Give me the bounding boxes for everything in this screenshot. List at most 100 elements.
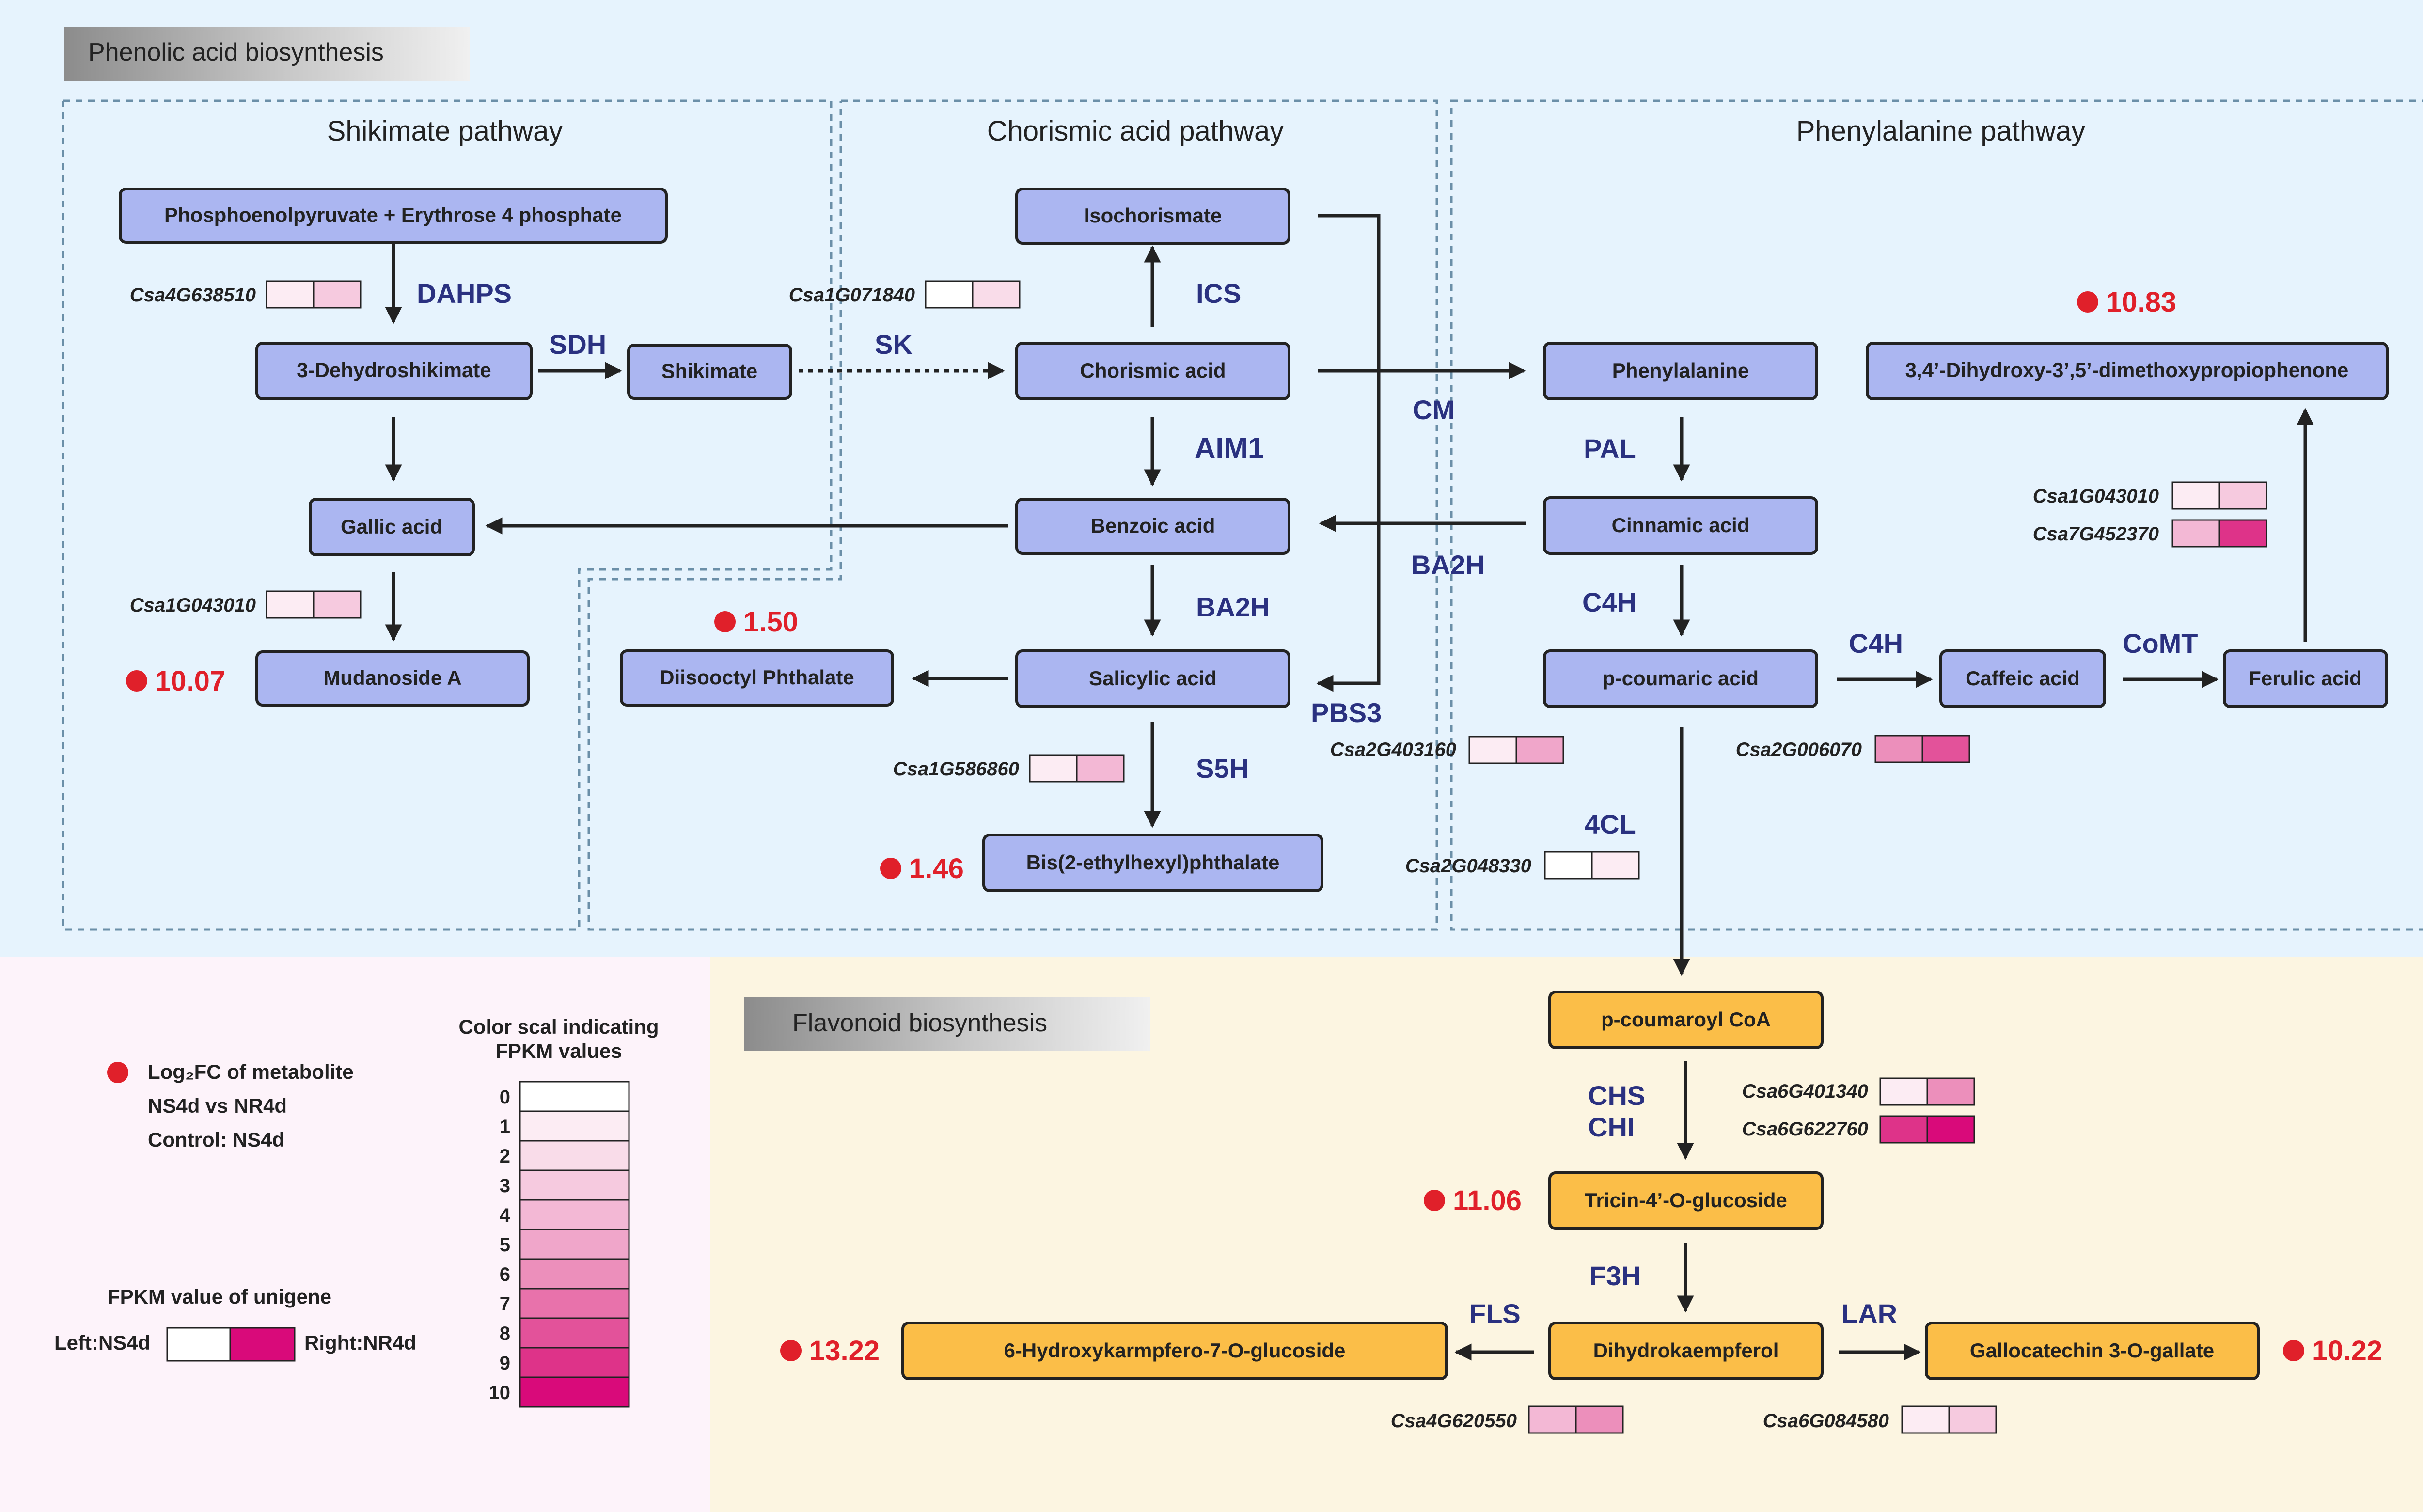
svg-text:10.22: 10.22	[2312, 1335, 2382, 1367]
fold-change-markers: 10.07 1.50 1.46 10.83 11.06 13.22 10.22	[126, 286, 2382, 1367]
scale-swatch-4	[519, 1199, 630, 1230]
svg-text:3,4’-Dihydroxy-3’,5’-dimethoxy: 3,4’-Dihydroxy-3’,5’-dimethoxypropiophen…	[1905, 359, 2349, 381]
scale-label-6: 6	[500, 1264, 510, 1285]
node-cinnamic-acid: Cinnamic acid	[1543, 496, 1818, 555]
chorismic-pathway-title: Chorismic acid pathway	[987, 115, 1284, 147]
svg-text:Csa2G006070: Csa2G006070	[1736, 739, 1862, 760]
node-mudanoside-a: Mudanoside A	[255, 650, 530, 707]
node-isochorismate: Isochorismate	[1015, 188, 1290, 245]
svg-text:Gallocatechin 3-O-gallate: Gallocatechin 3-O-gallate	[1970, 1339, 2214, 1362]
chorismic-boundary	[587, 99, 1438, 931]
node-chorismic-acid: Chorismic acid	[1015, 342, 1290, 400]
gene-csa6g401340: Csa6G401340	[1742, 1077, 1975, 1106]
scale-label-10: 10	[489, 1382, 511, 1403]
gene-csa1g043010-shikimate: Csa1G043010	[130, 590, 362, 619]
svg-text:Chorismic acid: Chorismic acid	[1080, 359, 1226, 382]
svg-text:Ferulic acid: Ferulic acid	[2249, 667, 2361, 690]
scale-label-3: 3	[500, 1175, 510, 1197]
fc-tricin: 11.06	[1424, 1185, 1522, 1216]
scale-label-8: 8	[500, 1323, 510, 1344]
node-benzoic-acid: Benzoic acid	[1015, 498, 1290, 555]
svg-text:11.06: 11.06	[1453, 1185, 1522, 1216]
legend-metabolite-line2: NS4d vs NR4d	[148, 1094, 287, 1117]
svg-text:10.07: 10.07	[155, 665, 225, 697]
node-pep-e4p: Phosphoenolpyruvate + Erythrose 4 phosph…	[119, 188, 668, 244]
scale-swatch-0	[519, 1081, 630, 1112]
svg-text:p-coumaroyl CoA: p-coumaroyl CoA	[1601, 1008, 1771, 1031]
shikimate-pathway-title: Shikimate pathway	[327, 115, 563, 147]
svg-text:Csa4G638510: Csa4G638510	[130, 284, 256, 306]
enzyme-pal: PAL	[1584, 433, 1636, 464]
gene-csa6g084580: Csa6G084580	[1763, 1405, 1997, 1434]
fc-gallocatechin: 10.22	[2283, 1335, 2382, 1367]
svg-text:13.22: 13.22	[809, 1335, 880, 1367]
svg-text:Phosphoenolpyruvate + Erythros: Phosphoenolpyruvate + Erythrose 4 phosph…	[164, 204, 622, 226]
svg-text:Phenylalanine: Phenylalanine	[1612, 359, 1749, 382]
scale-swatch-9	[519, 1347, 630, 1378]
node-dehydroshikimate: 3-Dehydroshikimate	[255, 342, 533, 400]
legend-metabolite-dot	[107, 1062, 128, 1083]
fc-diisooctyl: 1.50	[714, 606, 798, 638]
svg-text:Phenolic acid biosynthesis: Phenolic acid biosynthesis	[88, 38, 384, 66]
svg-text:Csa6G401340: Csa6G401340	[1742, 1081, 1868, 1102]
svg-text:Salicylic acid: Salicylic acid	[1089, 667, 1217, 690]
node-salicylic-acid: Salicylic acid	[1015, 649, 1290, 708]
node-caffeic-acid: Caffeic acid	[1939, 649, 2106, 708]
scale-label-1: 1	[500, 1116, 510, 1137]
enzyme-lar: LAR	[1841, 1298, 1897, 1329]
svg-text:Csa4G620550: Csa4G620550	[1391, 1410, 1517, 1432]
node-ferulic-acid: Ferulic acid	[2223, 649, 2388, 708]
scale-label-9: 9	[500, 1353, 510, 1374]
scale-swatch-6	[519, 1258, 630, 1290]
scale-swatch-1	[519, 1110, 630, 1142]
node-phenylalanine: Phenylalanine	[1543, 342, 1818, 400]
legend: Log₂FC of metabolite NS4d vs NR4d Contro…	[54, 1015, 659, 1408]
svg-text:Csa1G043010: Csa1G043010	[130, 595, 256, 616]
enzyme-4cl: 4CL	[1585, 809, 1636, 839]
enzyme-ba2h-middle: BA2H	[1411, 550, 1485, 580]
node-p-coumaroyl-coa: p-coumaroyl CoA	[1548, 991, 1824, 1049]
enzyme-sk: SK	[875, 329, 913, 360]
reaction-arrows	[385, 214, 2314, 1361]
gene-csa2g403160: Csa2G403160	[1330, 736, 1564, 764]
legend-metabolite-line1: Log₂FC of metabolite	[148, 1060, 354, 1083]
svg-text:Isochorismate: Isochorismate	[1084, 204, 1222, 227]
svg-text:Csa6G084580: Csa6G084580	[1763, 1410, 1889, 1432]
arrow-isochorismate-to-salicylic	[1316, 214, 1381, 692]
svg-text:6-Hydroxykarmpfero-7-O-glucosi: 6-Hydroxykarmpfero-7-O-glucoside	[1004, 1339, 1346, 1362]
svg-text:p-coumaric acid: p-coumaric acid	[1603, 667, 1759, 690]
enzyme-s5h: S5H	[1196, 753, 1249, 784]
svg-text:Caffeic acid: Caffeic acid	[1966, 667, 2080, 690]
enzyme-comt: CoMT	[2123, 628, 2198, 659]
scale-label-4: 4	[500, 1205, 511, 1226]
scale-label-7: 7	[500, 1293, 510, 1315]
scale-swatch-5	[519, 1228, 630, 1260]
enzyme-c4h-2: C4H	[1849, 628, 1903, 659]
gene-csa1g043010-phenylalanine: Csa1G043010	[2033, 481, 2267, 510]
legend-left-cell	[166, 1327, 231, 1362]
node-gallocatechin-gallate: Gallocatechin 3-O-gallate	[1925, 1322, 2260, 1380]
scale-label-0: 0	[500, 1087, 510, 1108]
svg-text:Benzoic acid: Benzoic acid	[1091, 514, 1215, 537]
scale-swatch-7	[519, 1288, 630, 1319]
fc-mudanoside: 10.07	[126, 665, 225, 697]
pathway-boundaries	[62, 99, 2423, 931]
fc-bis: 1.46	[880, 853, 964, 884]
enzyme-chi: CHI	[1588, 1112, 1635, 1142]
scale-label-5: 5	[500, 1234, 510, 1256]
svg-text:Diisooctyl Phthalate: Diisooctyl Phthalate	[660, 666, 854, 689]
svg-text:Csa2G403160: Csa2G403160	[1330, 739, 1456, 760]
gene-csa6g622760: Csa6G622760	[1742, 1115, 1975, 1144]
enzyme-cm: CM	[1413, 394, 1455, 425]
enzyme-labels: DAHPS SDH SK ICS AIM1 BA2H S5H CM BA2H P…	[417, 278, 2198, 1329]
enzyme-pbs3: PBS3	[1311, 697, 1382, 728]
svg-text:Csa7G452370: Csa7G452370	[2033, 523, 2159, 545]
fc-hydroxykarmpfero: 13.22	[780, 1335, 880, 1367]
svg-text:10.83: 10.83	[2106, 286, 2176, 318]
enzyme-ba2h-chorismic: BA2H	[1196, 592, 1270, 622]
gene-expression: Csa4G638510 Csa1G071840 Csa1G043010 Csa1…	[130, 280, 2267, 1434]
gene-csa1g071840: Csa1G071840	[789, 280, 1021, 309]
